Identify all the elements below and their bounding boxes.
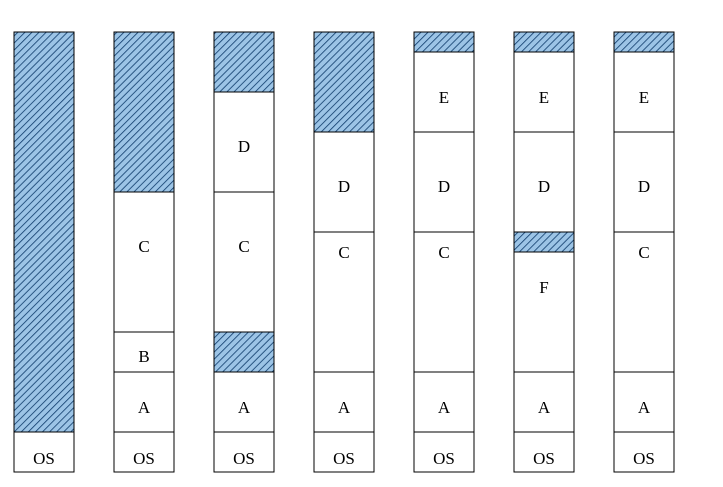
segment-d — [313, 131, 375, 233]
segment-label: D — [238, 137, 250, 156]
free-hole — [413, 31, 475, 53]
segment-d — [413, 131, 475, 233]
segment-a — [213, 371, 275, 433]
free-hole — [13, 31, 75, 433]
segment-os — [213, 431, 275, 473]
segment-f — [513, 251, 575, 373]
memory-column-4: D C A OS — [313, 31, 375, 473]
segment-label: C — [138, 237, 149, 256]
segment-e — [613, 51, 675, 133]
segment-d — [613, 131, 675, 233]
segment-a — [313, 371, 375, 433]
memory-column-2: C B A OS — [113, 31, 175, 473]
memory-column-3: D C A OS — [213, 31, 275, 473]
segment-e — [513, 51, 575, 133]
segment-label: OS — [133, 449, 155, 468]
segment-label: D — [338, 177, 350, 196]
segment-label: A — [538, 398, 551, 417]
segment-label: C — [438, 243, 449, 262]
free-hole — [513, 231, 575, 253]
segment-label: E — [439, 88, 449, 107]
segment-label: D — [438, 177, 450, 196]
segment-label: D — [638, 177, 650, 196]
segment-label: D — [538, 177, 550, 196]
segment-d — [513, 131, 575, 233]
segment-label: A — [338, 398, 351, 417]
segment-e — [413, 51, 475, 133]
segment-label: C — [638, 243, 649, 262]
segment-label: F — [539, 278, 548, 297]
free-hole — [213, 31, 275, 93]
segment-os — [313, 431, 375, 473]
segment-c — [613, 231, 675, 373]
segment-label: A — [438, 398, 451, 417]
segment-label: OS — [633, 449, 655, 468]
segment-d — [213, 91, 275, 193]
segment-label: C — [238, 237, 249, 256]
segment-label: OS — [533, 449, 555, 468]
segment-label: A — [638, 398, 651, 417]
segment-label: OS — [333, 449, 355, 468]
segment-label: C — [338, 243, 349, 262]
segment-os — [513, 431, 575, 473]
segment-b — [113, 331, 175, 373]
segment-label: A — [238, 398, 251, 417]
segment-a — [513, 371, 575, 433]
memory-column-1: OS — [13, 31, 75, 473]
segment-label: OS — [33, 449, 55, 468]
memory-column-7: E D C A OS — [613, 31, 675, 473]
memory-column-6: E D F A OS — [513, 31, 575, 473]
segment-c — [213, 191, 275, 333]
segment-label: E — [539, 88, 549, 107]
segment-os — [613, 431, 675, 473]
free-hole — [513, 31, 575, 53]
segment-label: B — [138, 347, 149, 366]
segment-label: E — [639, 88, 649, 107]
free-hole — [213, 331, 275, 373]
segment-c — [113, 191, 175, 333]
memory-column-5: E D C A OS — [413, 31, 475, 473]
segment-label: OS — [433, 449, 455, 468]
segment-label: OS — [233, 449, 255, 468]
segment-a — [613, 371, 675, 433]
free-hole — [113, 31, 175, 193]
segment-os — [13, 431, 75, 473]
columns-layer: OS C B A OS D C A OS D C A OS E D C A OS E D F A OS E D C A OS — [13, 31, 675, 473]
free-hole — [613, 31, 675, 53]
segment-a — [113, 371, 175, 433]
free-hole — [313, 31, 375, 133]
segment-c — [413, 231, 475, 373]
segment-os — [413, 431, 475, 473]
segment-label: A — [138, 398, 151, 417]
segment-os — [113, 431, 175, 473]
